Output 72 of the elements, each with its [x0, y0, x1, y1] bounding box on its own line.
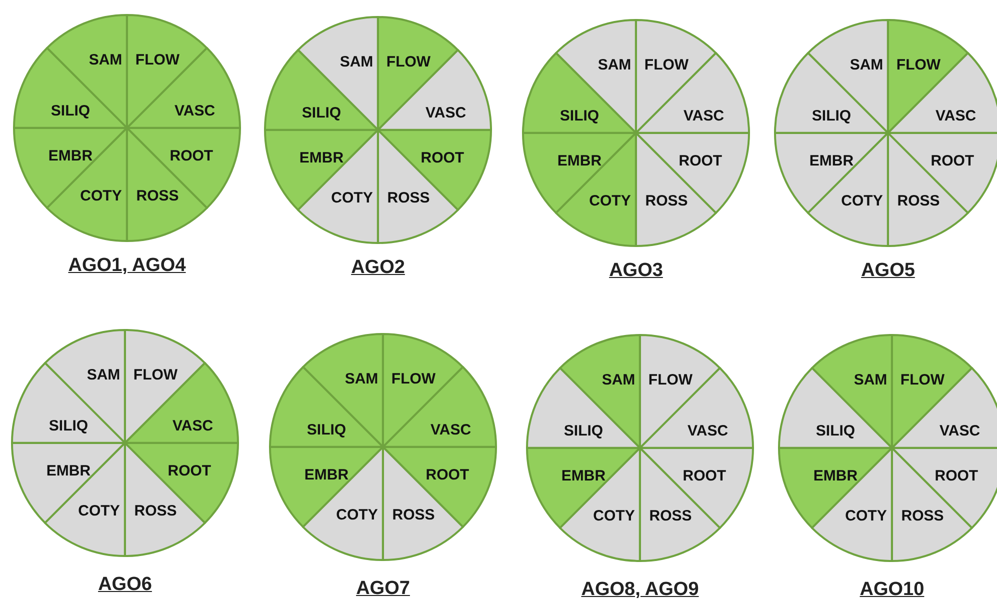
sector-label: COTY	[589, 192, 631, 210]
sector-label: ROOT	[426, 466, 470, 484]
sector-label: SILIQ	[816, 422, 856, 440]
sector-label: ROOT	[168, 462, 212, 480]
sector-label: COTY	[336, 506, 378, 524]
sector-label: ROSS	[897, 192, 940, 210]
chart-caption: AGO1, AGO4	[68, 255, 186, 276]
sector-label: COTY	[845, 507, 887, 524]
sector-label: COTY	[80, 187, 122, 204]
sector-label: EMBR	[48, 148, 93, 165]
sector-label: EMBR	[557, 152, 602, 170]
sector-label: EMBR	[813, 468, 858, 485]
sector-label: EMBR	[46, 462, 91, 480]
chart-caption: AGO5	[861, 260, 915, 281]
sector-label: FLOW	[386, 54, 431, 71]
chart-caption: AGO6	[98, 574, 152, 595]
sector-label: FLOW	[391, 370, 436, 388]
sector-label: EMBR	[299, 150, 344, 167]
sector-label: FLOW	[648, 372, 693, 389]
sector-label: VASC	[174, 102, 216, 120]
sector-label: FLOW	[900, 372, 945, 389]
sector-label: ROOT	[678, 152, 722, 170]
sector-label: SILIQ	[812, 108, 852, 125]
sector-label: FLOW	[135, 52, 180, 69]
sector-label: ROSS	[901, 507, 944, 524]
sector-label: SILIQ	[560, 108, 600, 125]
sector-label: ROSS	[645, 192, 688, 210]
sector-label: COTY	[593, 507, 635, 524]
sector-label: VASC	[430, 422, 472, 439]
sector-label: COTY	[331, 189, 373, 206]
chart-caption: AGO10	[860, 579, 924, 600]
sector-label: ROOT	[930, 152, 974, 170]
sector-label: FLOW	[133, 366, 178, 384]
sector-label: SILIQ	[306, 422, 346, 439]
chart-caption: AGO8, AGO9	[581, 579, 699, 600]
sector-label: SAM	[88, 52, 122, 69]
sector-label: ROOT	[934, 468, 978, 485]
sector-label: VASC	[684, 108, 724, 125]
sector-label: ROOT	[682, 468, 726, 485]
sector-label: SILIQ	[48, 418, 88, 435]
sector-label: SAM	[854, 372, 888, 389]
sector-label: SAM	[344, 370, 378, 388]
sector-label: SILIQ	[50, 102, 90, 120]
sector-label: VASC	[940, 422, 980, 440]
sector-label: VASC	[688, 422, 728, 440]
sector-label: ROSS	[392, 506, 435, 524]
sector-label: FLOW	[896, 56, 941, 74]
sector-label: ROOT	[170, 148, 214, 165]
sector-label: VASC	[172, 418, 214, 435]
sector-label: SILIQ	[564, 422, 604, 440]
sector-label: COTY	[841, 192, 883, 210]
sector-label: EMBR	[304, 466, 349, 484]
sector-label: SAM	[850, 56, 884, 74]
sector-label: SAM	[86, 366, 120, 384]
sector-label: ROSS	[134, 502, 177, 520]
sector-label: ROSS	[387, 189, 430, 206]
sector-label: EMBR	[561, 468, 606, 485]
sector-label: ROSS	[649, 507, 692, 524]
sector-label: FLOW	[644, 56, 689, 74]
sector-label: EMBR	[809, 152, 854, 170]
sector-label: SILIQ	[302, 104, 342, 122]
sector-label: ROSS	[136, 187, 179, 204]
sector-label: SAM	[598, 56, 632, 74]
sector-label: VASC	[936, 108, 976, 125]
sector-label: SAM	[602, 372, 636, 389]
sector-label: ROOT	[420, 150, 464, 167]
sector-label: VASC	[426, 104, 466, 122]
sector-label: COTY	[78, 502, 120, 520]
chart-caption: AGO7	[356, 578, 410, 599]
chart-caption: AGO2	[351, 257, 405, 278]
sector-label: SAM	[340, 54, 374, 71]
chart-caption: AGO3	[609, 260, 663, 281]
